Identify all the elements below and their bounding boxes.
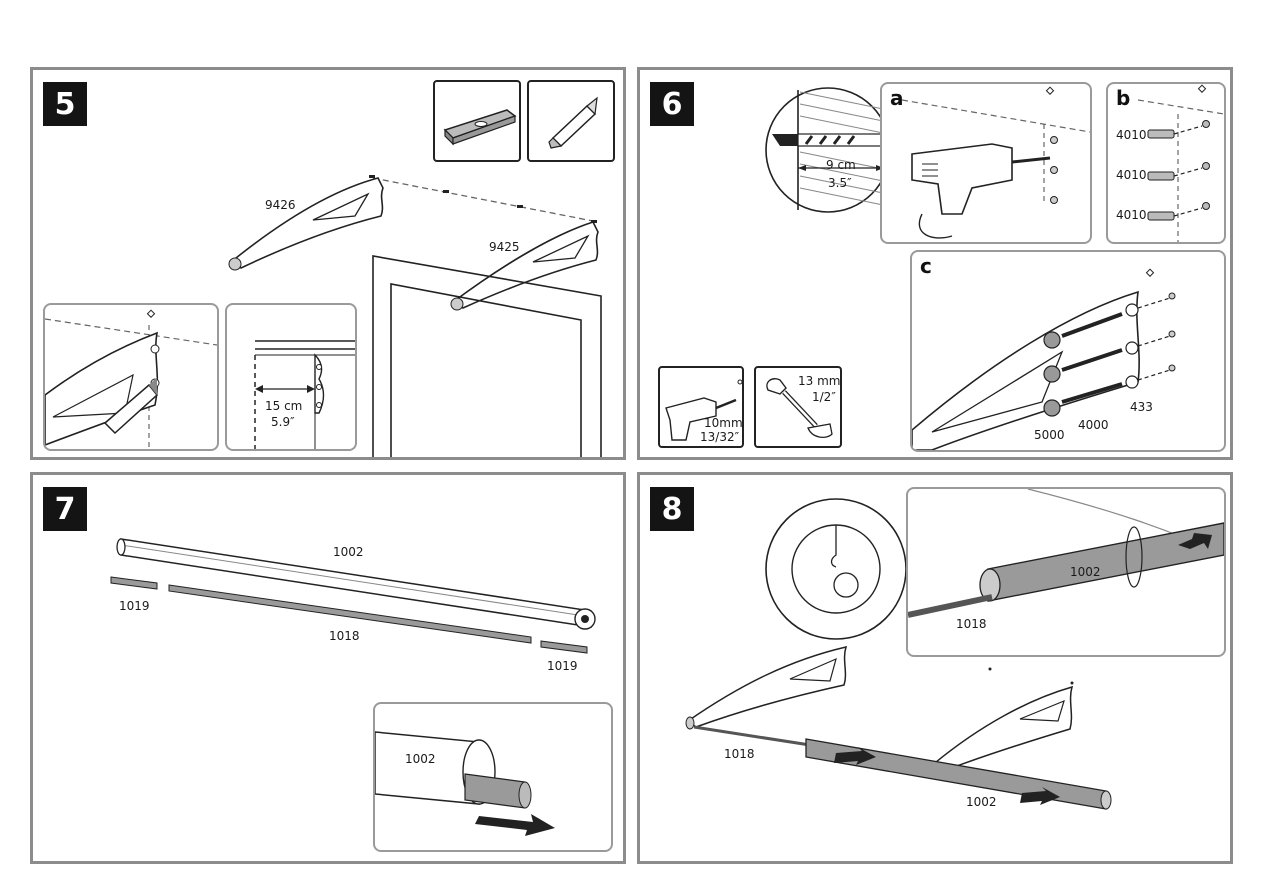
part-label-9425: 9425 xyxy=(489,240,520,254)
step-8-panel: 8 1018 1002 1002 1018 xyxy=(637,472,1233,864)
part-label-1002: 1002 xyxy=(966,795,997,809)
step-8-illustration xyxy=(685,498,1112,810)
step-8-inset-slide: 1002 1018 xyxy=(906,487,1226,657)
drill-mm-label: 10mm xyxy=(704,416,743,430)
bolt-bracket-illustration xyxy=(912,268,1176,450)
tool-drill-box: 10mm 13/32″ xyxy=(658,366,744,448)
step-6-inset-c: c 433 4000 5000 xyxy=(910,250,1226,452)
insert-rod-illustration xyxy=(375,731,555,836)
depth-in-label: 3.5″ xyxy=(828,176,852,190)
tool-wrench-box: 13 mm 1/2″ xyxy=(754,366,842,448)
depth-cm-label: 9 cm xyxy=(826,158,856,172)
drill-into-wall-illustration xyxy=(901,86,1090,239)
step-5-inset-measure: 15 cm 5.9″ xyxy=(225,303,357,451)
anchor-label-1: 4010 xyxy=(1116,128,1147,142)
step-6-panel: 6 9 cm 3.5″ a xyxy=(637,67,1233,460)
step-number: 5 xyxy=(43,82,87,126)
wrench-in-label: 1/2″ xyxy=(812,390,836,404)
drill-in-label: 13/32″ xyxy=(700,430,740,444)
tool-level-box xyxy=(433,80,521,162)
wrench-icon xyxy=(766,378,833,439)
part-label-1002: 1002 xyxy=(333,545,364,559)
step-6-illustration xyxy=(765,87,891,213)
part-label-1019-right: 1019 xyxy=(547,659,578,673)
part-label-1018: 1018 xyxy=(329,629,360,643)
anchors-illustration xyxy=(1137,84,1224,242)
inset-part-label-1002: 1002 xyxy=(405,752,436,766)
spirit-level-icon xyxy=(443,109,517,146)
part-label-1019-left: 1019 xyxy=(119,599,150,613)
step-6-inset-a: a xyxy=(880,82,1092,244)
wrench-mm-label: 13 mm xyxy=(798,374,841,388)
anchor-label-2: 4010 xyxy=(1116,168,1147,182)
measure-cm-label: 15 cm xyxy=(265,399,303,413)
step-5-panel: 5 9426 9425 xyxy=(30,67,626,460)
measure-in-label: 5.9″ xyxy=(271,415,295,429)
drill-icon xyxy=(665,379,742,441)
sub-label-a: a xyxy=(890,86,904,110)
step-5-inset-mark xyxy=(43,303,219,451)
step-7-illustration xyxy=(110,538,596,654)
sub-label-b: b xyxy=(1116,86,1131,110)
part-label-1018: 1018 xyxy=(724,747,755,761)
inset-part-label-1018: 1018 xyxy=(956,617,987,631)
step-number: 8 xyxy=(650,487,694,531)
part-label-5000: 5000 xyxy=(1034,428,1065,442)
step-7-panel: 7 1002 1018 1019 1019 1002 xyxy=(30,472,626,864)
mark-hole-illustration xyxy=(45,309,217,449)
step-7-inset-insert: 1002 xyxy=(373,702,613,852)
inset-part-label-1002: 1002 xyxy=(1070,565,1101,579)
anchor-label-3: 4010 xyxy=(1116,208,1147,222)
tool-pencil-box xyxy=(527,80,615,162)
sub-label-c: c xyxy=(920,254,932,278)
part-label-4000: 4000 xyxy=(1078,418,1109,432)
part-label-9426: 9426 xyxy=(265,198,296,212)
measure-illustration xyxy=(254,340,355,449)
part-label-433: 433 xyxy=(1130,400,1153,414)
step-number: 6 xyxy=(650,82,694,126)
step-number: 7 xyxy=(43,487,87,531)
step-5-illustration xyxy=(228,175,602,457)
step-6-inset-b: b 4010 4010 4010 xyxy=(1106,82,1226,244)
slide-tube-illustration xyxy=(908,489,1224,618)
pencil-icon xyxy=(548,96,598,149)
